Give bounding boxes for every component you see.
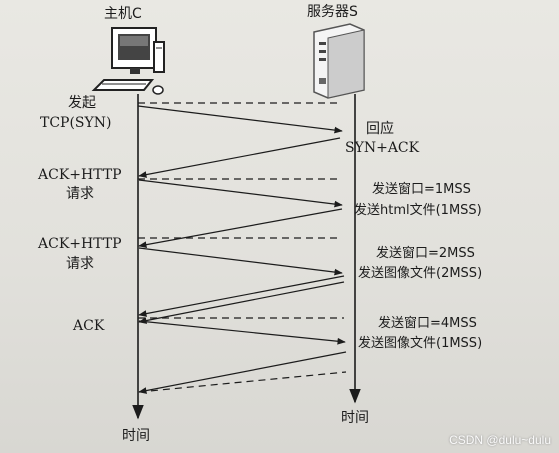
syn-ack-arrow xyxy=(138,137,341,178)
syn-arrow xyxy=(137,105,343,134)
syn-label-line1: 发起 xyxy=(68,95,96,111)
html-data-arrow xyxy=(138,208,343,248)
window-2-label: 发送窗口=2MSS xyxy=(376,246,475,261)
ack-http-label-2-line2: 请求 xyxy=(66,256,94,272)
ack-http-label-2-line1: ACK+HTTP xyxy=(38,236,122,252)
reply-label-line2: SYN+ACK xyxy=(345,140,420,156)
host-time-label: 时间 xyxy=(122,428,150,444)
ack-arrow xyxy=(138,320,346,345)
image-data-arrow-2 xyxy=(138,281,345,324)
window-1-file-label: 发送html文件(1MSS) xyxy=(354,203,482,218)
window-2-file-label: 发送图像文件(2MSS) xyxy=(358,266,483,281)
ack-http-label-1-line2: 请求 xyxy=(66,186,94,202)
server-icon xyxy=(313,23,365,99)
host-name: 主机C xyxy=(104,6,142,22)
watermark: CSDN @dulu~dulu xyxy=(449,433,551,447)
computer-icon xyxy=(91,27,165,95)
window-1-label: 发送窗口=1MSS xyxy=(372,182,471,197)
server-name: 服务器S xyxy=(307,4,358,20)
reply-label-line1: 回应 xyxy=(366,121,394,137)
ack-http-arrow-1 xyxy=(138,179,343,208)
final-dashed-line xyxy=(138,371,347,393)
image-data-arrow-3 xyxy=(138,351,347,394)
syn-label-line2: TCP(SYN) xyxy=(40,115,112,131)
ack-http-label-1-line1: ACK+HTTP xyxy=(38,167,122,183)
server-time-label: 时间 xyxy=(341,410,369,426)
window-4-file-label: 发送图像文件(1MSS) xyxy=(358,336,483,351)
ack-http-arrow-2 xyxy=(138,247,343,276)
image-data-arrow-1 xyxy=(138,275,345,317)
ack-label: ACK xyxy=(73,318,105,334)
window-4-label: 发送窗口=4MSS xyxy=(378,316,477,331)
